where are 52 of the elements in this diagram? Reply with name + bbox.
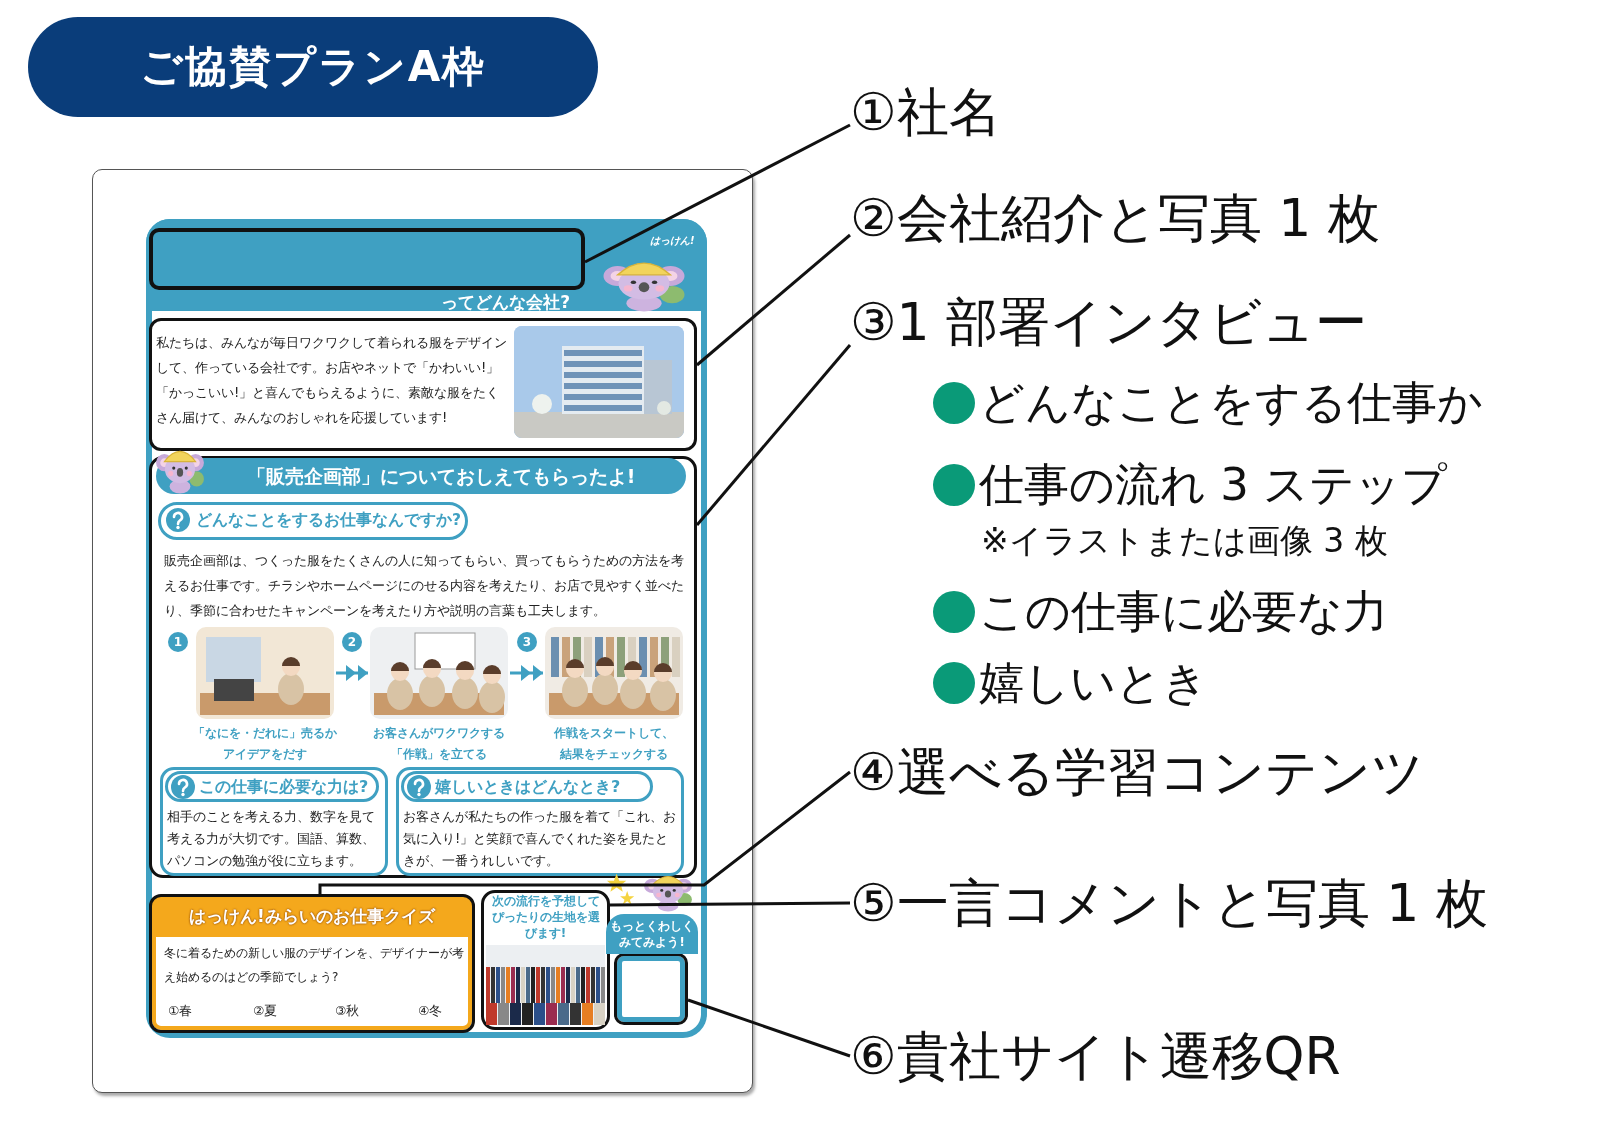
section-text: 販売企画部は、つくった服をたくさんの人に知ってもらい、買ってもらうための方法を考えるお仕事です。チラシやホームページにのせる内容を考えたり、お店で見やすく並べたり、季節に合わせたキャンペーンを考えたり方や説明の言葉も工夫します。 bbox=[164, 552, 685, 620]
heading-text: 嬉しいときはどんなとき? bbox=[435, 776, 622, 798]
step-number: 2 bbox=[342, 632, 362, 652]
name-box bbox=[149, 228, 585, 290]
quiz-heading: はっけん!みらいのお仕事クイズ bbox=[188, 905, 437, 928]
section-header: 「販売企画部」についておしえてもらったよ! bbox=[156, 458, 686, 494]
bullet-text: 仕事の流れ 3 ステップ bbox=[979, 457, 1449, 513]
step-number: 3 bbox=[517, 632, 537, 652]
photo-caption: 次の流行を予想してぴったりの生地を選びます! bbox=[490, 893, 601, 942]
bullet-text: どんなことをする仕事か bbox=[979, 375, 1484, 431]
leader-line bbox=[696, 233, 851, 367]
callout-heading: ③1 部署インタビュー bbox=[850, 291, 1369, 354]
question-pill bbox=[158, 502, 468, 540]
joy-box bbox=[396, 767, 684, 876]
bullet-text: この仕事に必要な力 bbox=[979, 584, 1389, 640]
page-sheet bbox=[92, 169, 753, 1093]
leader-line bbox=[318, 770, 851, 894]
callout-text: ②会社紹介と写真 1 枚 bbox=[850, 183, 1490, 253]
callout-text: ①社名 bbox=[850, 77, 1100, 147]
answer-option: ④冬 bbox=[418, 999, 470, 1023]
intro-box bbox=[149, 318, 697, 451]
quiz-box bbox=[149, 894, 475, 1033]
title-pill: ご協賛プランA枠 bbox=[28, 17, 598, 117]
callout-text: ⑥貴社サイト遷移QR bbox=[850, 1021, 1450, 1091]
question-text: どんなことをするお仕事なんですか? bbox=[196, 510, 462, 531]
step-caption: 「なにを・だれに」売るかアイデアをだす bbox=[192, 725, 338, 763]
callout-text: ⑤一言コメントと写真 1 枚 bbox=[850, 868, 1550, 938]
quiz-question: 冬に着るための新しい服のデザインを、デザイナーが考え始めるのはどの季節でしょう? bbox=[164, 945, 464, 986]
content-panel bbox=[146, 219, 707, 1038]
photo-card bbox=[481, 890, 610, 1030]
bullet-text: 嬉しいとき bbox=[979, 655, 1209, 711]
leader-line bbox=[610, 901, 850, 907]
intro-text: 私たちは、みんなが毎日ワクワクして着られる服をデザインして、作っている会社です。お店やネットで「かわいい!」「かっこいい!」と喜んでもらえるように、素敵な服をたくさん届けて、みんなのおしゃれを応援しています! bbox=[156, 334, 508, 427]
joy-text: お客さんが私たちの作った服を着て「これ、お気に入り!」と笑顔で喜んでくれた姿を見たときが、一番うれしいです。 bbox=[403, 808, 677, 870]
leader-line bbox=[687, 998, 851, 1058]
step-caption: お客さんがワクワクする「作戦」を立てる bbox=[372, 725, 506, 763]
leader-line bbox=[695, 344, 852, 526]
callout-text: ④選べる学習コンテンツ bbox=[850, 737, 1500, 807]
leader-line bbox=[584, 123, 851, 264]
building-photo bbox=[514, 326, 684, 438]
skill-text: 相手のことを考える力、数字を見て考える力が大切です。国語、算数、パソコンの勉強が役に立ちます。 bbox=[167, 808, 376, 870]
answer-option: ③秋 bbox=[335, 999, 387, 1023]
step-caption: 作戦をスタートして、結果をチェックする bbox=[553, 725, 675, 763]
heading-text: この仕事に必要な力は? bbox=[199, 776, 370, 798]
panel-heading: ってどんな会社? bbox=[440, 291, 570, 313]
badge-text: はっけん! bbox=[650, 234, 696, 248]
note-text: ※イラストまたは画像 3 枚 bbox=[981, 520, 1389, 562]
tab-label: もっとくわしくみてみよう! bbox=[606, 914, 698, 954]
answer-option: ①春 bbox=[168, 999, 220, 1023]
skill-box bbox=[160, 767, 388, 876]
answer-option: ②夏 bbox=[253, 999, 305, 1023]
step-number: 1 bbox=[168, 632, 188, 652]
